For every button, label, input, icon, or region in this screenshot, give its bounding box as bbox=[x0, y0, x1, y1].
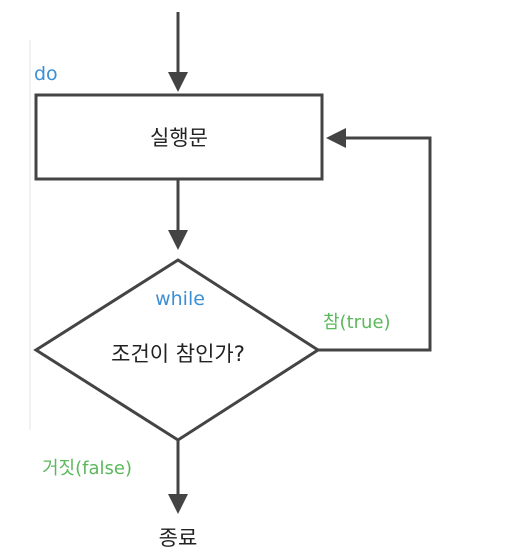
statement-box bbox=[34, 93, 324, 181]
true-loop-arrow bbox=[318, 128, 432, 352]
statement-label: 실행문 bbox=[150, 126, 208, 150]
condition-label: 조건이 참인가? bbox=[111, 342, 245, 366]
entry-arrow bbox=[168, 12, 188, 92]
while-keyword: while bbox=[155, 288, 205, 310]
end-label: 종료 bbox=[159, 526, 198, 550]
statement-to-condition-arrow bbox=[168, 179, 188, 250]
true-branch-label: 참(true) bbox=[323, 312, 391, 333]
false-branch-label: 거짓(false) bbox=[42, 458, 132, 479]
do-keyword: do bbox=[34, 63, 58, 85]
false-exit-arrow bbox=[168, 440, 188, 514]
